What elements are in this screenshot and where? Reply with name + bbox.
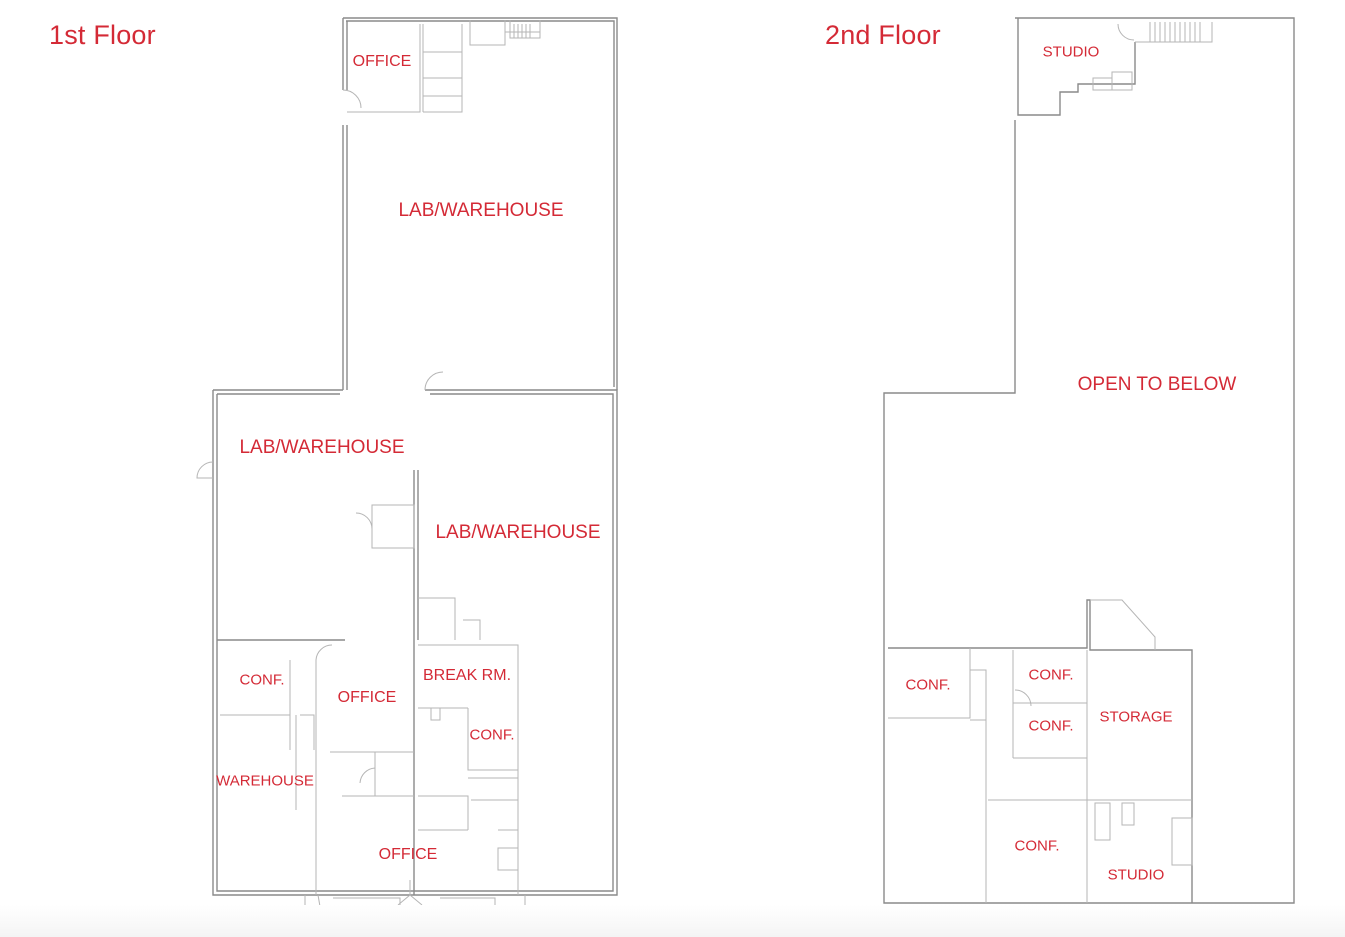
room-label-conf-2: CONF. bbox=[469, 726, 515, 744]
second-floor-walls bbox=[883, 17, 1295, 904]
room-label-lab-warehouse-north: LAB/WAREHOUSE bbox=[398, 200, 564, 221]
room-label-conf-south: CONF. bbox=[1014, 837, 1060, 855]
room-label-lab-warehouse-east: LAB/WAREHOUSE bbox=[435, 522, 601, 543]
room-label-conf-1: CONF. bbox=[239, 671, 285, 689]
first-floor-title: 1st Floor bbox=[49, 20, 156, 50]
room-label-office-south: OFFICE bbox=[378, 846, 438, 863]
room-label-warehouse: WAREHOUSE bbox=[216, 772, 314, 790]
room-label-studio-north: STUDIO bbox=[1042, 43, 1100, 61]
second-floor-title: 2nd Floor bbox=[825, 20, 941, 50]
room-label-lab-warehouse-west: LAB/WAREHOUSE bbox=[239, 437, 405, 458]
room-label-conf-west: CONF. bbox=[905, 676, 951, 694]
room-label-conf-lower: CONF. bbox=[1028, 717, 1074, 735]
room-label-office-center: OFFICE bbox=[337, 689, 397, 706]
page-bottom-shadow bbox=[0, 905, 1345, 937]
room-label-studio-south: STUDIO bbox=[1107, 866, 1165, 884]
room-label-storage: STORAGE bbox=[1099, 708, 1173, 726]
room-label-break-room: BREAK RM. bbox=[422, 667, 512, 684]
room-label-office-north: OFFICE bbox=[352, 53, 412, 70]
room-label-conf-upper: CONF. bbox=[1028, 666, 1074, 684]
room-label-open-to-below: OPEN TO BELOW bbox=[1077, 374, 1237, 395]
